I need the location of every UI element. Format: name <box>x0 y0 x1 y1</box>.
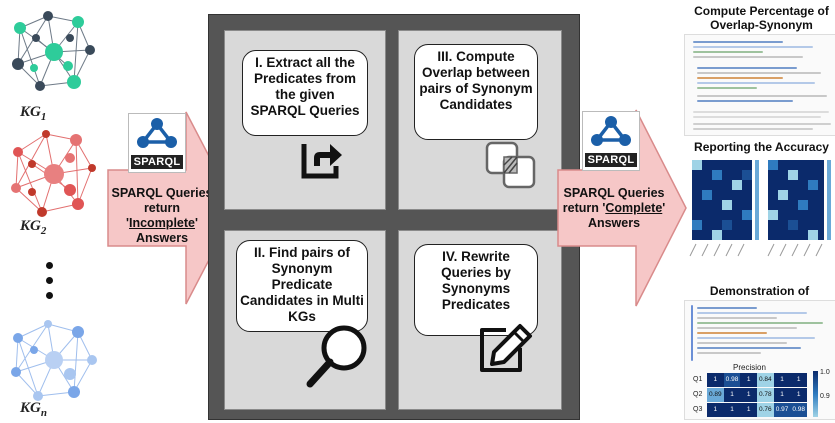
demo-code-screenshot: Precision 1 0.98 1 0.84 1 1 0.89 1 1 0.7… <box>684 300 835 420</box>
kg2-label-text: KG <box>20 218 41 234</box>
step4-text: IV. Rewrite Queries by Synonyms Predicat… <box>414 244 538 336</box>
cell-q2-5: 1 <box>780 391 784 398</box>
cell-q3-6: 0.98 <box>792 406 806 413</box>
right-arrow-line2-post: ' <box>662 201 666 215</box>
cell-q1-3: 1 <box>746 376 751 383</box>
row-label-q1: Q1 <box>693 376 703 383</box>
kg1-label: KG1 <box>20 104 46 123</box>
ellipsis-dot-3 <box>46 292 53 299</box>
left-arrow-incomplete: Incomplete <box>129 216 195 230</box>
ellipsis-dot-2 <box>46 277 53 284</box>
sparql-logo-left-text: SPARQL <box>131 155 183 169</box>
kgn-label: KGn <box>20 400 47 419</box>
overlap-squares-icon <box>485 141 536 189</box>
cell-q3-4: 0.76 <box>759 406 772 413</box>
left-arrow-text: SPARQL Queries return 'Incomplete' Answe… <box>110 186 214 246</box>
heatmap-row-1 <box>707 373 808 387</box>
left-arrow-line1: SPARQL Queries <box>111 186 213 200</box>
heatmap-row-3 <box>707 403 808 417</box>
cell-q2-2: 1 <box>730 391 734 398</box>
sparql-logo-right: SPARQL <box>582 111 640 171</box>
cell-q1-6: 1 <box>796 376 801 383</box>
scale-label-top: 1.0 <box>820 369 830 376</box>
sparql-logo-right-text: SPARQL <box>585 153 637 167</box>
kg1-label-sub: 1 <box>40 111 47 123</box>
row-label-q2: Q2 <box>693 391 703 398</box>
sparql-network-icon <box>137 118 177 148</box>
kgn-label-sub: n <box>40 407 47 419</box>
overlap-code-screenshot <box>684 34 835 136</box>
right-arrow-line2-pre: return ' <box>562 201 606 215</box>
cell-q3-1: 1 <box>713 406 718 413</box>
overlap-title: Compute Percentage of Overlap-Synonym <box>688 4 835 32</box>
cell-q2-6: 1 <box>796 391 801 398</box>
colorbar <box>813 371 818 417</box>
accuracy-heatmaps <box>689 160 831 257</box>
cell-q1-5: 1 <box>780 376 784 383</box>
left-arrow-line2-post: ' <box>195 216 198 230</box>
kg2-graph-icon <box>11 130 96 217</box>
step1-text: I. Extract all the Predicates from the g… <box>242 50 368 136</box>
precision-heatmap: 1 0.98 1 0.84 1 1 0.89 1 1 0.78 1 1 1 1 … <box>707 373 808 419</box>
step3-text: III. Compute Overlap between pairs of Sy… <box>414 44 538 140</box>
accuracy-title: Reporting the Accuracy <box>688 140 835 154</box>
kgn-graph-icon <box>11 320 97 401</box>
right-arrow-line2: return 'Complete' <box>562 201 666 216</box>
cell-q3-2: 1 <box>730 406 734 413</box>
kg2-label-sub: 2 <box>40 225 47 237</box>
kg2-label: KG2 <box>20 218 46 237</box>
cell-q3-3: 1 <box>746 406 751 413</box>
step2-text: II. Find pairs of Synonym Predicate Cand… <box>236 240 368 332</box>
right-arrow-line1: SPARQL Queries <box>563 186 665 200</box>
left-arrow-line2-pre: return ' <box>126 201 181 230</box>
cell-q3-5: 0.97 <box>775 406 789 413</box>
cell-q2-1: 0.89 <box>709 391 722 398</box>
heatmap-row-2 <box>707 388 808 402</box>
overlap-title-line1: Compute Percentage of <box>694 4 829 18</box>
heatmap-right <box>768 160 831 240</box>
export-icon <box>301 144 342 179</box>
kg1-graph-icon <box>12 11 95 91</box>
cell-q2-4: 0.78 <box>759 391 772 398</box>
ellipsis-dot-1 <box>46 262 53 269</box>
kg1-label-text: KG <box>20 104 41 120</box>
heatmap-row-2-labels: 0.89 1 1 0.78 1 1 <box>707 391 807 398</box>
left-arrow-line3: Answers <box>135 231 189 245</box>
left-arrow-line2: return 'Incomplete' <box>110 201 214 231</box>
kgn-label-text: KG <box>20 400 41 416</box>
cell-q1-1: 1 <box>713 376 718 383</box>
heatmap-row-1-labels: 1 0.98 1 0.84 1 1 <box>707 376 807 383</box>
precision-label: Precision <box>733 363 766 372</box>
cell-q2-3: 1 <box>746 391 751 398</box>
scale-label-mid: 0.9 <box>820 393 830 400</box>
edit-pencil-icon <box>480 324 532 372</box>
right-arrow-line3: Answers <box>587 216 641 230</box>
cell-q1-4: 0.84 <box>759 376 772 383</box>
cell-q1-2: 0.98 <box>725 376 739 383</box>
sparql-network-icon <box>591 116 631 146</box>
overlap-title-line2: Overlap-Synonym <box>710 18 813 32</box>
right-arrow-complete: Complete <box>605 201 663 215</box>
accuracy-title-text: Reporting the Accuracy <box>694 140 829 154</box>
right-arrow-text: SPARQL Queries return 'Complete' Answers <box>562 186 666 231</box>
heatmap-left <box>692 160 759 240</box>
sparql-logo-left: SPARQL <box>128 113 186 173</box>
heatmap-row-3-labels: 1 1 1 0.76 0.97 0.98 <box>707 406 807 413</box>
row-label-q3: Q3 <box>693 406 703 413</box>
magnifier-icon <box>306 325 367 388</box>
